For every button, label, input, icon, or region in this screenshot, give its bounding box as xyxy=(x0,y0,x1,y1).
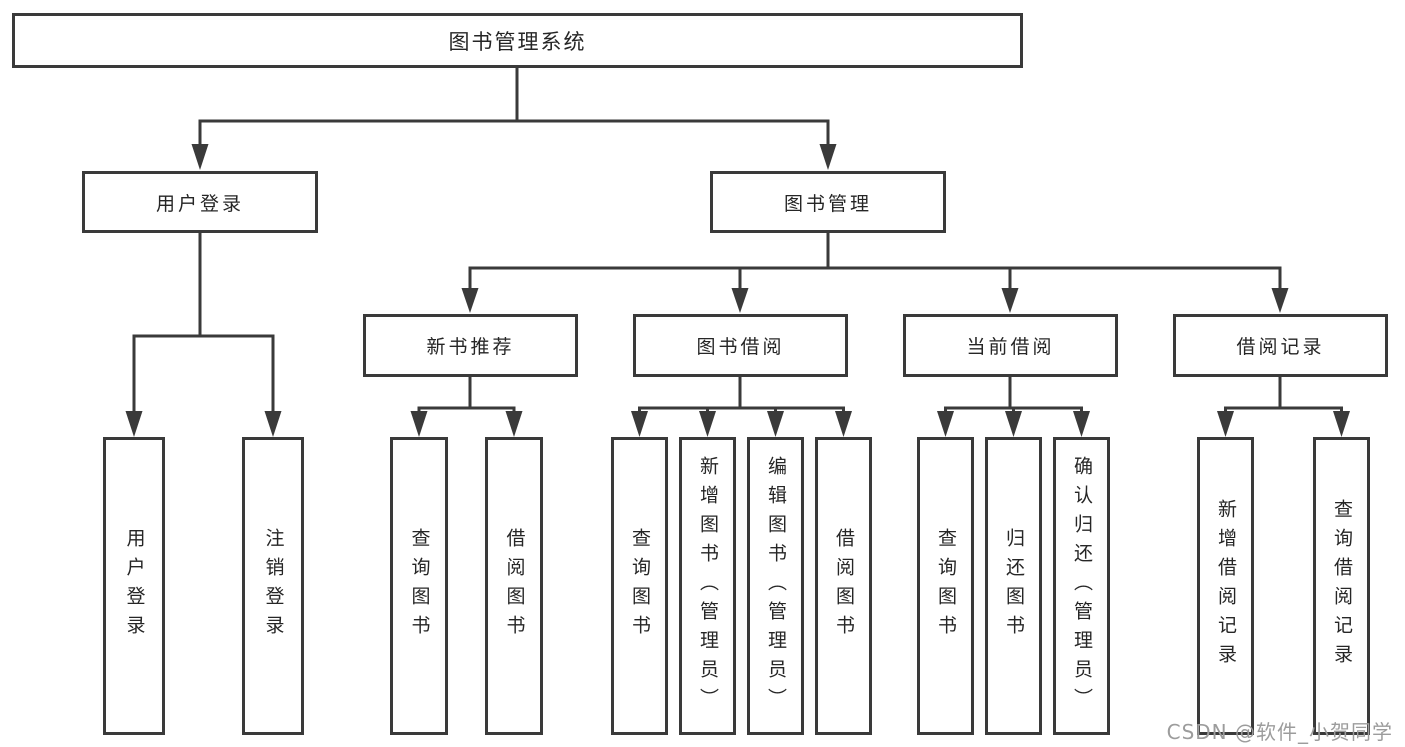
leaf-borrow-book-label: 借阅图书 xyxy=(833,528,855,644)
node-current-borrow: 当前借阅 xyxy=(903,314,1118,377)
leaf-add-book-admin-label: 新增图书（管理员） xyxy=(697,455,719,717)
node-book-management-label: 图书管理 xyxy=(783,192,872,215)
connector-book-mgmt-to-level3 xyxy=(468,231,1282,292)
node-root-label: 图书管理系统 xyxy=(448,29,587,54)
connector-root-to-level2 xyxy=(198,66,830,148)
node-borrow-records: 借阅记录 xyxy=(1173,314,1388,377)
leaf-query-borrow-record: 查询借阅记录 xyxy=(1313,437,1370,735)
leaf-return-book-label: 归还图书 xyxy=(1003,528,1025,644)
leaf-current-query-label: 查询图书 xyxy=(935,528,957,644)
connector-book-borrow-to-leaves xyxy=(638,375,845,416)
node-root: 图书管理系统 xyxy=(12,13,1023,68)
node-new-book-recommend-label: 新书推荐 xyxy=(426,336,515,358)
node-book-management: 图书管理 xyxy=(710,171,946,233)
leaf-add-borrow-record: 新增借阅记录 xyxy=(1197,437,1254,735)
leaf-edit-book-admin-label: 编辑图书（管理员） xyxy=(765,455,787,717)
leaf-confirm-return-admin: 确认归还（管理员） xyxy=(1053,437,1110,735)
leaf-add-book-admin: 新增图书（管理员） xyxy=(679,437,736,735)
leaf-newbook-query-label: 查询图书 xyxy=(408,528,431,644)
csdn-watermark: CSDN @软件_小贺同学 xyxy=(1166,720,1393,744)
leaf-logout-label: 注销登录 xyxy=(262,528,285,644)
leaf-add-borrow-record-label: 新增借阅记录 xyxy=(1215,499,1237,673)
leaf-user-login-label: 用户登录 xyxy=(123,528,146,644)
node-user-login-label: 用户登录 xyxy=(155,192,244,215)
connector-user-login-to-leaves xyxy=(132,231,275,415)
node-book-borrow-label: 图书借阅 xyxy=(696,336,785,358)
node-new-book-recommend: 新书推荐 xyxy=(363,314,578,377)
node-current-borrow-label: 当前借阅 xyxy=(966,336,1055,358)
leaf-edit-book-admin: 编辑图书（管理员） xyxy=(747,437,804,735)
arrowheads xyxy=(125,144,1350,437)
leaf-newbook-borrow: 借阅图书 xyxy=(485,437,543,735)
leaf-return-book: 归还图书 xyxy=(985,437,1042,735)
leaf-borrow-query: 查询图书 xyxy=(611,437,668,735)
leaf-newbook-borrow-label: 借阅图书 xyxy=(503,528,526,644)
leaf-borrow-book: 借阅图书 xyxy=(815,437,872,735)
leaf-newbook-query: 查询图书 xyxy=(390,437,448,735)
leaf-logout: 注销登录 xyxy=(242,437,304,735)
leaf-current-query: 查询图书 xyxy=(917,437,974,735)
leaf-query-borrow-record-label: 查询借阅记录 xyxy=(1331,499,1353,673)
connector-borrow-records-to-leaves xyxy=(1224,375,1343,416)
connector-current-borrow-to-leaves xyxy=(944,375,1083,416)
node-user-login: 用户登录 xyxy=(82,171,318,233)
node-book-borrow: 图书借阅 xyxy=(633,314,848,377)
connector-new-book-to-leaves xyxy=(417,375,516,416)
leaf-confirm-return-admin-label: 确认归还（管理员） xyxy=(1071,455,1093,717)
leaf-user-login: 用户登录 xyxy=(103,437,165,735)
leaf-borrow-query-label: 查询图书 xyxy=(629,528,651,644)
node-borrow-records-label: 借阅记录 xyxy=(1236,336,1325,358)
